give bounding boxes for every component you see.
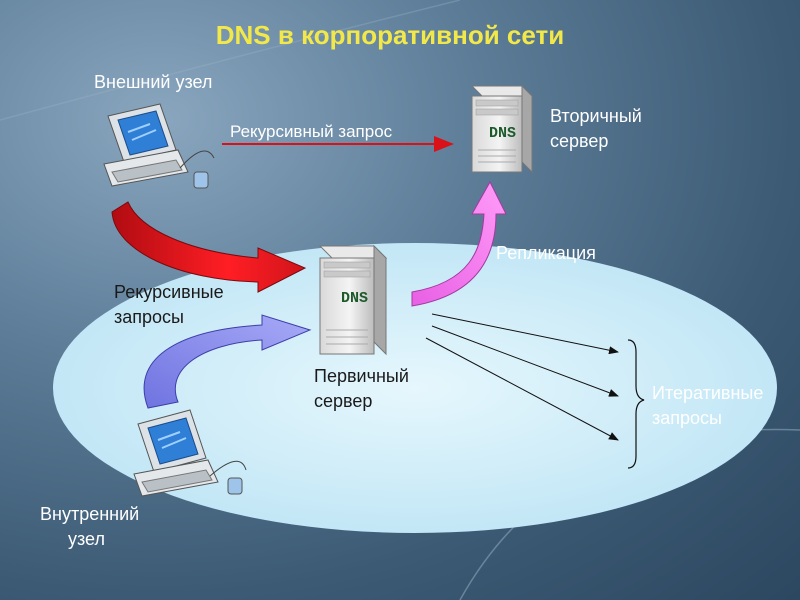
iterative-request-line (431, 313, 619, 355)
internal-computer-icon (133, 409, 247, 497)
recursive-arrow-internal (143, 314, 312, 409)
secondary-server-label-line: Вторичный (550, 106, 642, 126)
secondary-server (470, 84, 534, 174)
iterative-request-line (431, 325, 619, 397)
iterative-requests-label: Итеративные запросы (652, 381, 763, 431)
recursive-requests-label-line: Рекурсивные (114, 282, 224, 302)
secondary-server-dns-label: DNS (489, 125, 516, 142)
background-arc (0, 0, 461, 121)
external-node-label: Внешний узел (94, 72, 213, 92)
primary-server-label-line: Первичный (314, 366, 409, 386)
iterative-request-line (425, 337, 619, 441)
iterative-requests-label-line: запросы (652, 408, 722, 428)
internal-node-label-line: узел (68, 529, 105, 549)
secondary-server-label-line: сервер (550, 131, 609, 151)
secondary-server-label: Вторичный сервер (550, 104, 642, 154)
replication-label: Репликация (496, 243, 596, 263)
internal-node-label-line: Внутренний (40, 504, 140, 524)
replication-arrow (411, 180, 507, 307)
internal-node-label: Внутренний узел (40, 502, 139, 552)
primary-server-dns-label: DNS (341, 290, 368, 307)
iterative-requests-label-line: Итеративные (652, 383, 764, 403)
external-computer-icon (103, 103, 215, 189)
primary-server (318, 244, 388, 356)
recursive-requests-label-line: запросы (114, 307, 184, 327)
corporate-network-zone (53, 243, 777, 533)
primary-server-label: Первичный сервер (314, 364, 409, 414)
recursive-requests-label: Рекурсивные запросы (114, 280, 224, 330)
recursive-request-label: Рекурсивный запрос (230, 122, 393, 141)
primary-server-label-line: сервер (314, 391, 373, 411)
iterative-brace (627, 339, 645, 469)
recursive-arrow-external (111, 201, 307, 293)
page-title: DNS в корпоративной сети (215, 20, 565, 50)
